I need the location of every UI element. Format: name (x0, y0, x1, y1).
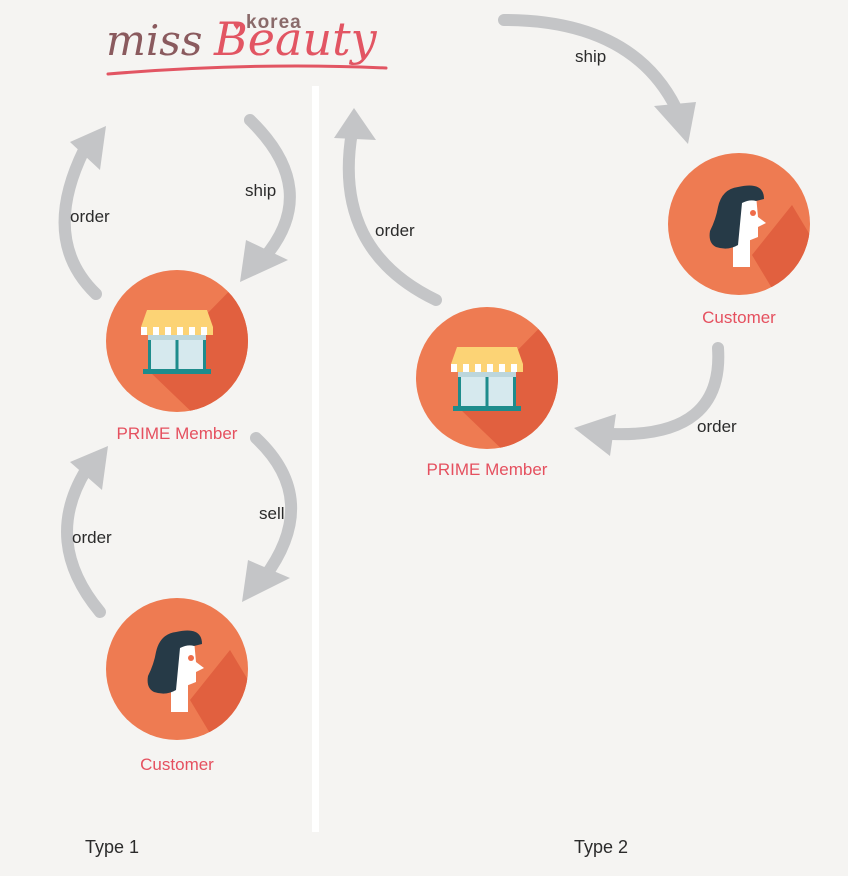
logo-miss-text: miss (106, 16, 203, 65)
type1-customer-label: Customer (140, 755, 214, 774)
store-icon (451, 347, 523, 411)
edge-label-type1-sell: sell (259, 504, 285, 523)
edge-label-type1-ship: ship (245, 181, 277, 200)
missbeauty-logo: miss ♥ Beauty korea (104, 6, 394, 84)
edge-label-type1-order-top: order (70, 207, 110, 226)
arrow-type2-ship (498, 14, 696, 144)
edge-label-type2-ship: ship (575, 47, 607, 66)
type1-label: Type 1 (85, 837, 140, 857)
arrow-type2-order-right (574, 342, 725, 456)
arrow-type1-ship (240, 114, 296, 282)
type2-customer-label: Customer (702, 308, 776, 327)
edge-label-type2-order-left: order (375, 221, 415, 240)
type1-prime-member-node (106, 270, 248, 412)
edge-label-type1-order-bottom: order (72, 528, 112, 547)
logo-heart-icon: ♥ (233, 18, 241, 33)
arrow-type1-order-top (58, 126, 106, 300)
type2-prime-member-label: PRIME Member (426, 460, 548, 479)
store-icon (141, 310, 213, 374)
type-divider (312, 86, 319, 832)
edge-label-type2-order-right: order (697, 417, 737, 436)
logo-swoosh (106, 64, 388, 76)
type1-customer-node (106, 598, 248, 740)
logo-korea-text: korea (246, 12, 302, 33)
type2-label: Type 2 (574, 837, 629, 857)
arrow-type2-order-left (334, 108, 442, 306)
type2-prime-member-node (416, 307, 558, 449)
arrow-type1-sell (242, 432, 297, 602)
arrow-type1-order-bottom (61, 446, 108, 618)
type1-prime-member-label: PRIME Member (116, 424, 238, 443)
logo-beauty-text: Beauty (214, 12, 377, 66)
type2-customer-node (668, 153, 810, 295)
